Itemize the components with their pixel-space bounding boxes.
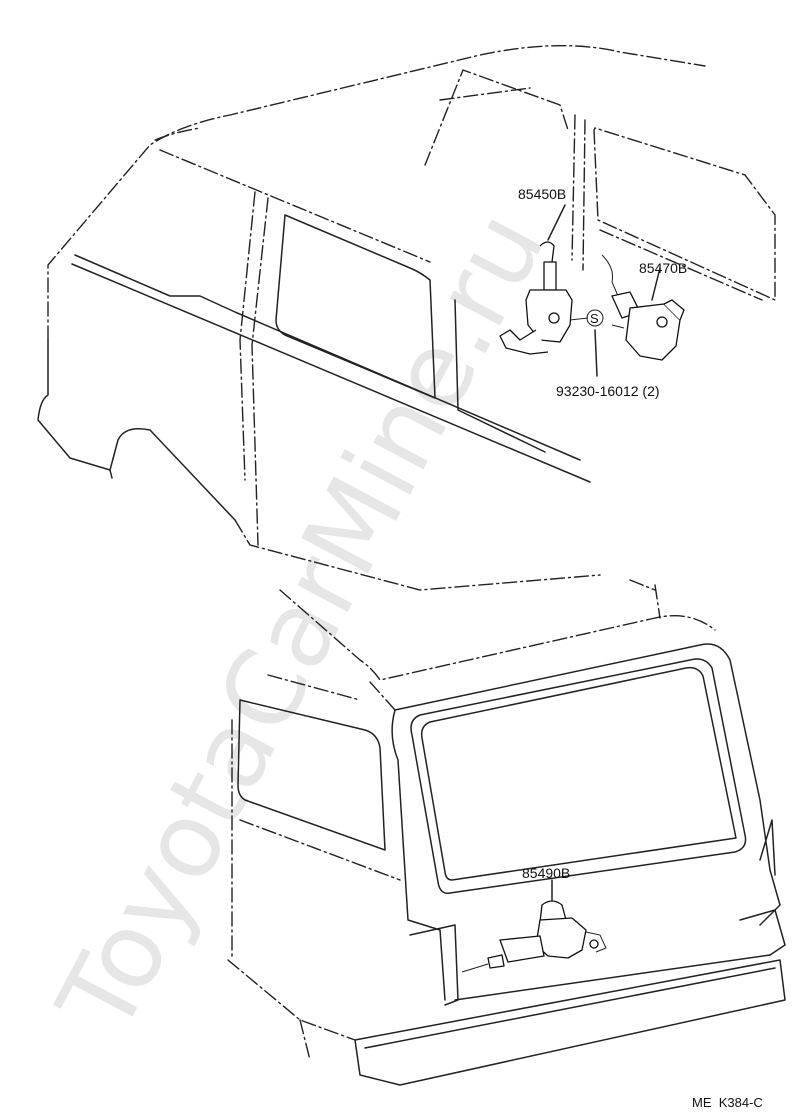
back-door-lock-motor-85490B <box>461 900 607 973</box>
van-rear-view <box>227 579 786 1086</box>
van-upper-view <box>37 45 776 591</box>
part-label-85450B: 85450B <box>518 186 566 202</box>
part-label-85490B: 85490B <box>522 865 570 881</box>
screw-symbol: S <box>586 309 604 327</box>
part-label-93230-16012: 93230-16012 (2) <box>556 383 660 399</box>
watermark: ToyotaCarMine.ru <box>34 192 569 1052</box>
door-lock-motor-85470B <box>601 254 685 361</box>
screw-symbol-label: S <box>590 311 599 326</box>
part-label-85470B: 85470B <box>639 260 687 276</box>
door-lock-motor-85450B <box>499 241 589 355</box>
figure-reference: ME K384-C <box>692 1095 763 1110</box>
